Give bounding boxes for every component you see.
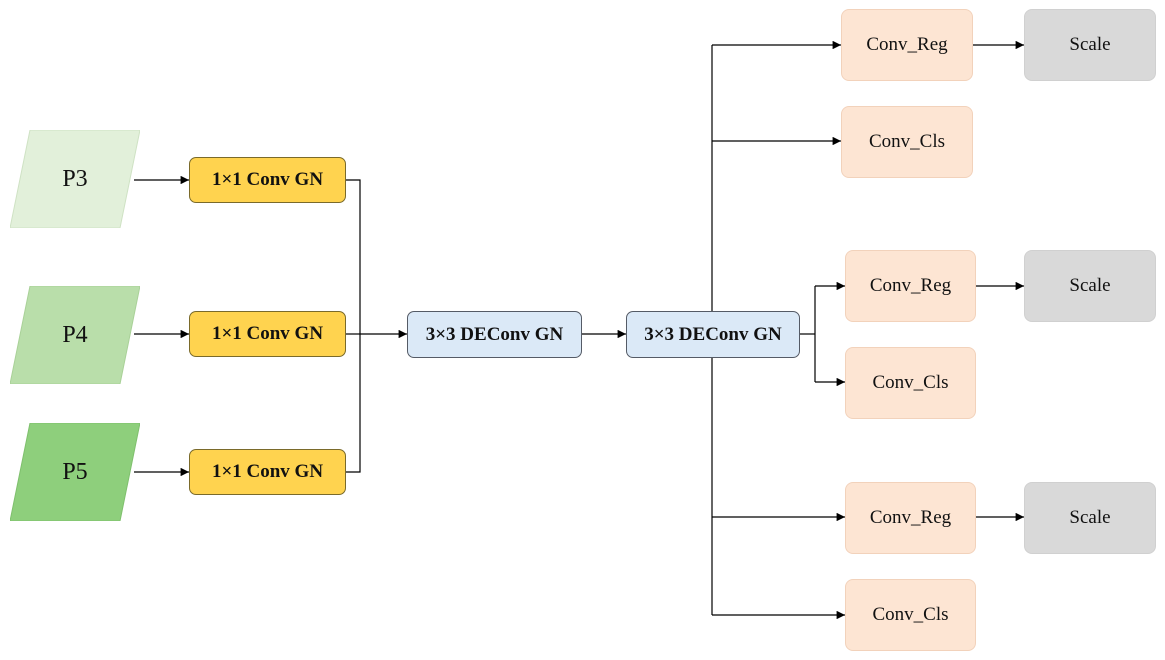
- deconv-block-1: 3×3 DEConv GN: [407, 311, 582, 358]
- input-p4: P4: [10, 286, 140, 384]
- head3-conv-reg: Conv_Reg: [845, 482, 976, 554]
- conv-1x1-p5: 1×1 Conv GN: [189, 449, 346, 495]
- conv-1x1-p3: 1×1 Conv GN: [189, 157, 346, 203]
- head3-conv-cls: Conv_Cls: [845, 579, 976, 651]
- merge-line-top: [345, 179, 361, 473]
- input-label: P4: [62, 321, 88, 348]
- input-label: P3: [62, 165, 88, 192]
- input-p3: P3: [10, 130, 140, 228]
- conv-1x1-p4: 1×1 Conv GN: [189, 311, 346, 357]
- deconv-block-2: 3×3 DEConv GN: [626, 311, 800, 358]
- input-label: P5: [62, 458, 88, 485]
- head1-scale: Scale: [1024, 9, 1156, 81]
- head1-conv-cls: Conv_Cls: [841, 106, 973, 178]
- head2-scale: Scale: [1024, 250, 1156, 322]
- parallelogram-shape: [10, 423, 140, 521]
- parallelogram-shape: [10, 286, 140, 384]
- input-p5: P5: [10, 423, 140, 521]
- parallelogram-shape: [10, 130, 140, 228]
- head3-scale: Scale: [1024, 482, 1156, 554]
- head2-conv-cls: Conv_Cls: [845, 347, 976, 419]
- head1-conv-reg: Conv_Reg: [841, 9, 973, 81]
- head2-conv-reg: Conv_Reg: [845, 250, 976, 322]
